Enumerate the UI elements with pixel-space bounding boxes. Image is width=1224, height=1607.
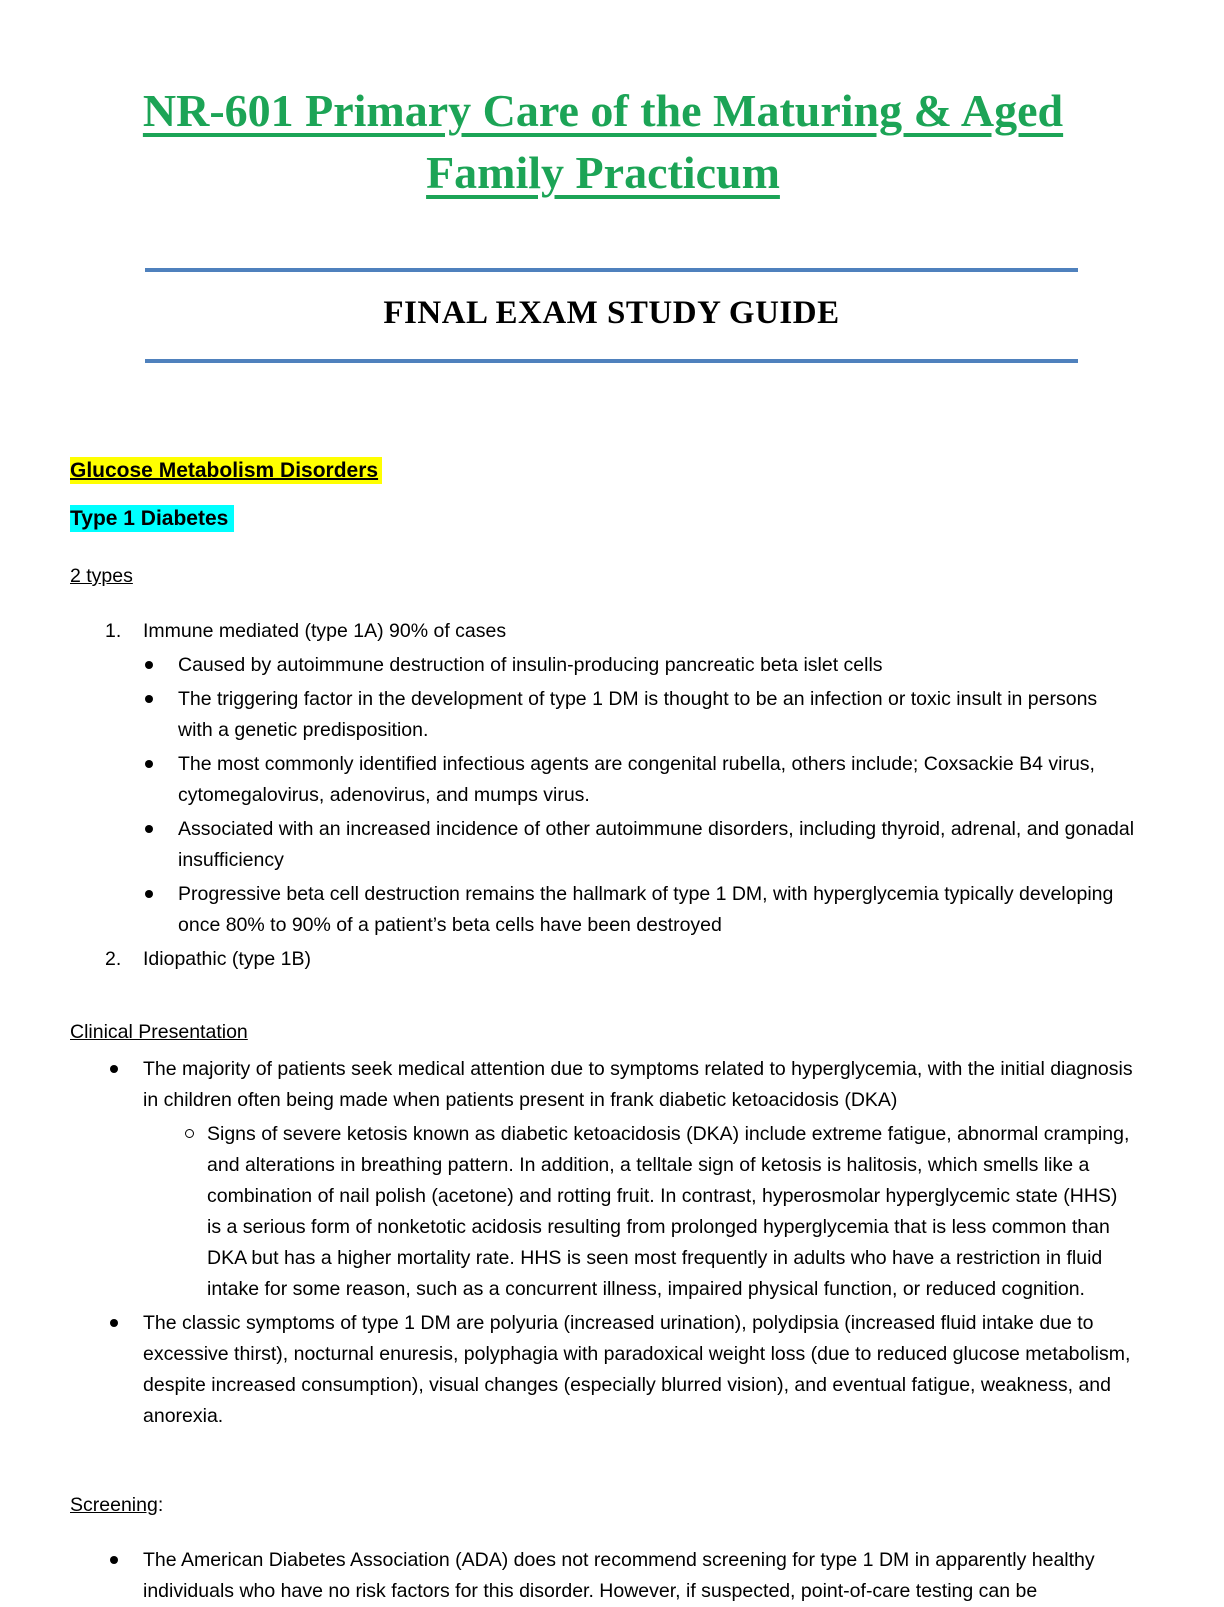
bullet-icon: [145, 825, 153, 833]
clinical-list: The majority of patients seek medical at…: [70, 1054, 1136, 1432]
list-text: Immune mediated (type 1A) 90% of cases: [143, 620, 507, 642]
list-item-numbered: 2. Idiopathic (type 1B): [70, 944, 1136, 975]
list-text: Idiopathic (type 1B): [143, 948, 312, 970]
bullet-text: The most commonly identified infectious …: [178, 753, 1095, 806]
list-item-bullet: Caused by autoimmune destruction of insu…: [70, 650, 1136, 681]
bullet-text: The majority of patients seek medical at…: [143, 1058, 1133, 1111]
sub-bullet-text: Signs of severe ketosis known as diabeti…: [207, 1123, 1130, 1300]
page-title-line1: NR-601 Primary Care of the Maturing & Ag…: [142, 85, 1064, 136]
list-item-bullet: The triggering factor in the development…: [70, 684, 1136, 746]
bullet-icon: [145, 890, 153, 898]
bullet-icon: [110, 1556, 118, 1564]
section-heading-glucose: Glucose Metabolism Disorders: [70, 457, 1136, 484]
subtitle: FINAL EXAM STUDY GUIDE: [383, 295, 840, 331]
list-item-bullet: Associated with an increased incidence o…: [70, 814, 1136, 876]
list-item-bullet: The American Diabetes Association (ADA) …: [70, 1545, 1136, 1607]
bullet-icon: [145, 695, 153, 703]
list-item-bullet: The majority of patients seek medical at…: [70, 1054, 1136, 1116]
bullet-text: Progressive beta cell destruction remain…: [178, 883, 1114, 936]
list-item-bullet: The most commonly identified infectious …: [70, 749, 1136, 811]
list-number: 2.: [105, 948, 122, 970]
heading-2-types: 2 types: [70, 565, 133, 587]
circle-bullet-icon: [185, 1129, 194, 1138]
section-heading-type1: Type 1 Diabetes: [70, 505, 1136, 532]
bullet-text: Associated with an increased incidence o…: [178, 818, 1135, 871]
heading-clinical-presentation: Clinical Presentation: [70, 1021, 248, 1043]
heading-screening: Screening:: [70, 1494, 164, 1516]
bullet-text: The classic symptoms of type 1 DM are po…: [143, 1312, 1131, 1427]
bullet-text: The American Diabetes Association (ADA) …: [143, 1549, 1095, 1602]
type1-heading-highlight: Type 1 Diabetes: [70, 505, 235, 532]
list-number: 1.: [105, 620, 122, 642]
bullet-icon: [145, 661, 153, 669]
list-item-sub-bullet: Signs of severe ketosis known as diabeti…: [70, 1119, 1136, 1305]
types-list: 1. Immune mediated (type 1A) 90% of case…: [70, 616, 1136, 975]
list-item-bullet: Progressive beta cell destruction remain…: [70, 879, 1136, 941]
list-item-bullet: The classic symptoms of type 1 DM are po…: [70, 1308, 1136, 1432]
subtitle-divider-block: FINAL EXAM STUDY GUIDE: [145, 268, 1078, 363]
screening-list: The American Diabetes Association (ADA) …: [70, 1545, 1136, 1607]
bullet-icon: [110, 1319, 118, 1327]
page-title: NR-601 Primary Care of the Maturing & Ag…: [70, 80, 1136, 204]
list-item-numbered: 1. Immune mediated (type 1A) 90% of case…: [70, 616, 1136, 647]
screening-colon: :: [157, 1494, 164, 1516]
bullet-icon: [145, 760, 153, 768]
bullet-icon: [110, 1065, 118, 1073]
bullet-text: The triggering factor in the development…: [178, 688, 1098, 741]
glucose-heading-highlight: Glucose Metabolism Disorders: [70, 457, 383, 484]
page-title-line2: Family Practicum: [426, 147, 780, 198]
bullet-text: Caused by autoimmune destruction of insu…: [178, 654, 883, 676]
